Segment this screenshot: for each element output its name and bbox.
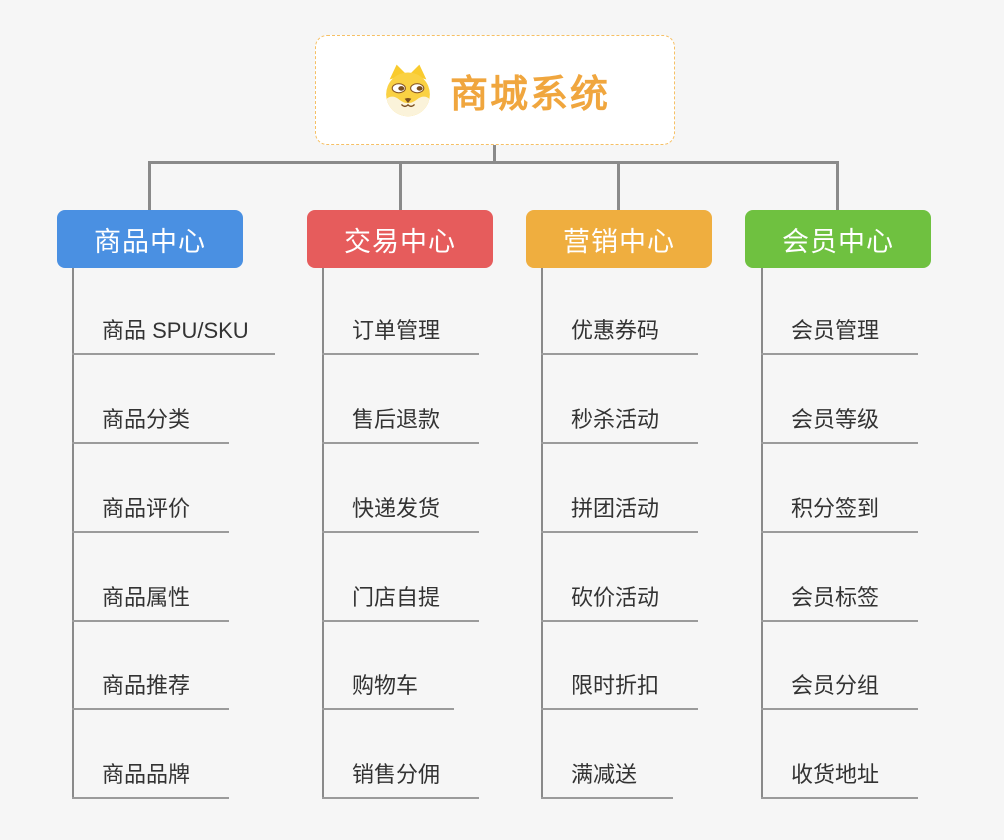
leaf-item[interactable]: 商品评价 (72, 481, 229, 533)
leaf-item[interactable]: 商品 SPU/SKU (72, 303, 275, 355)
connector-root-stub (493, 145, 496, 163)
leaf-item[interactable]: 商品分类 (72, 392, 229, 444)
leaf-item[interactable]: 收货地址 (761, 747, 918, 799)
leaf-item[interactable]: 商品属性 (72, 570, 229, 622)
leaf-item[interactable]: 积分签到 (761, 481, 918, 533)
leaf-item[interactable]: 会员管理 (761, 303, 918, 355)
leaf-item[interactable]: 砍价活动 (541, 570, 698, 622)
root-node-mall-system[interactable]: 商城系统 (315, 35, 675, 145)
leaf-item[interactable]: 快递发货 (322, 481, 479, 533)
leaf-item[interactable]: 限时折扣 (541, 658, 698, 710)
connector-drop-products (148, 161, 151, 210)
branch-node-trade-center[interactable]: 交易中心 (307, 210, 493, 268)
leaf-item[interactable]: 优惠券码 (541, 303, 698, 355)
leaf-item[interactable]: 秒杀活动 (541, 392, 698, 444)
branch-label: 会员中心 (782, 226, 894, 257)
leaf-item[interactable]: 销售分佣 (322, 747, 479, 799)
connector-drop-members (836, 161, 839, 210)
leaf-item[interactable]: 满减送 (541, 747, 673, 799)
leaf-item[interactable]: 售后退款 (322, 392, 479, 444)
connector-drop-trade (399, 161, 402, 210)
branch-label: 交易中心 (344, 226, 456, 257)
connector-horizontal-bus (148, 161, 839, 164)
leaf-item[interactable]: 拼团活动 (541, 481, 698, 533)
dog-face-icon (386, 64, 430, 117)
branch-label: 商品中心 (94, 226, 206, 257)
leaf-item[interactable]: 商品推荐 (72, 658, 229, 710)
root-title: 商城系统 (449, 73, 610, 116)
leaf-item[interactable]: 商品品牌 (72, 747, 229, 799)
leaf-item[interactable]: 门店自提 (322, 570, 479, 622)
leaf-item[interactable]: 购物车 (322, 658, 454, 710)
branch-node-product-center[interactable]: 商品中心 (57, 210, 243, 268)
leaf-item[interactable]: 会员标签 (761, 570, 918, 622)
leaf-item[interactable]: 会员分组 (761, 658, 918, 710)
branch-label: 营销中心 (563, 226, 675, 257)
branch-node-marketing-center[interactable]: 营销中心 (526, 210, 712, 268)
connector-drop-marketing (617, 161, 620, 210)
leaf-item[interactable]: 会员等级 (761, 392, 918, 444)
branch-node-member-center[interactable]: 会员中心 (745, 210, 931, 268)
leaf-item[interactable]: 订单管理 (322, 303, 479, 355)
